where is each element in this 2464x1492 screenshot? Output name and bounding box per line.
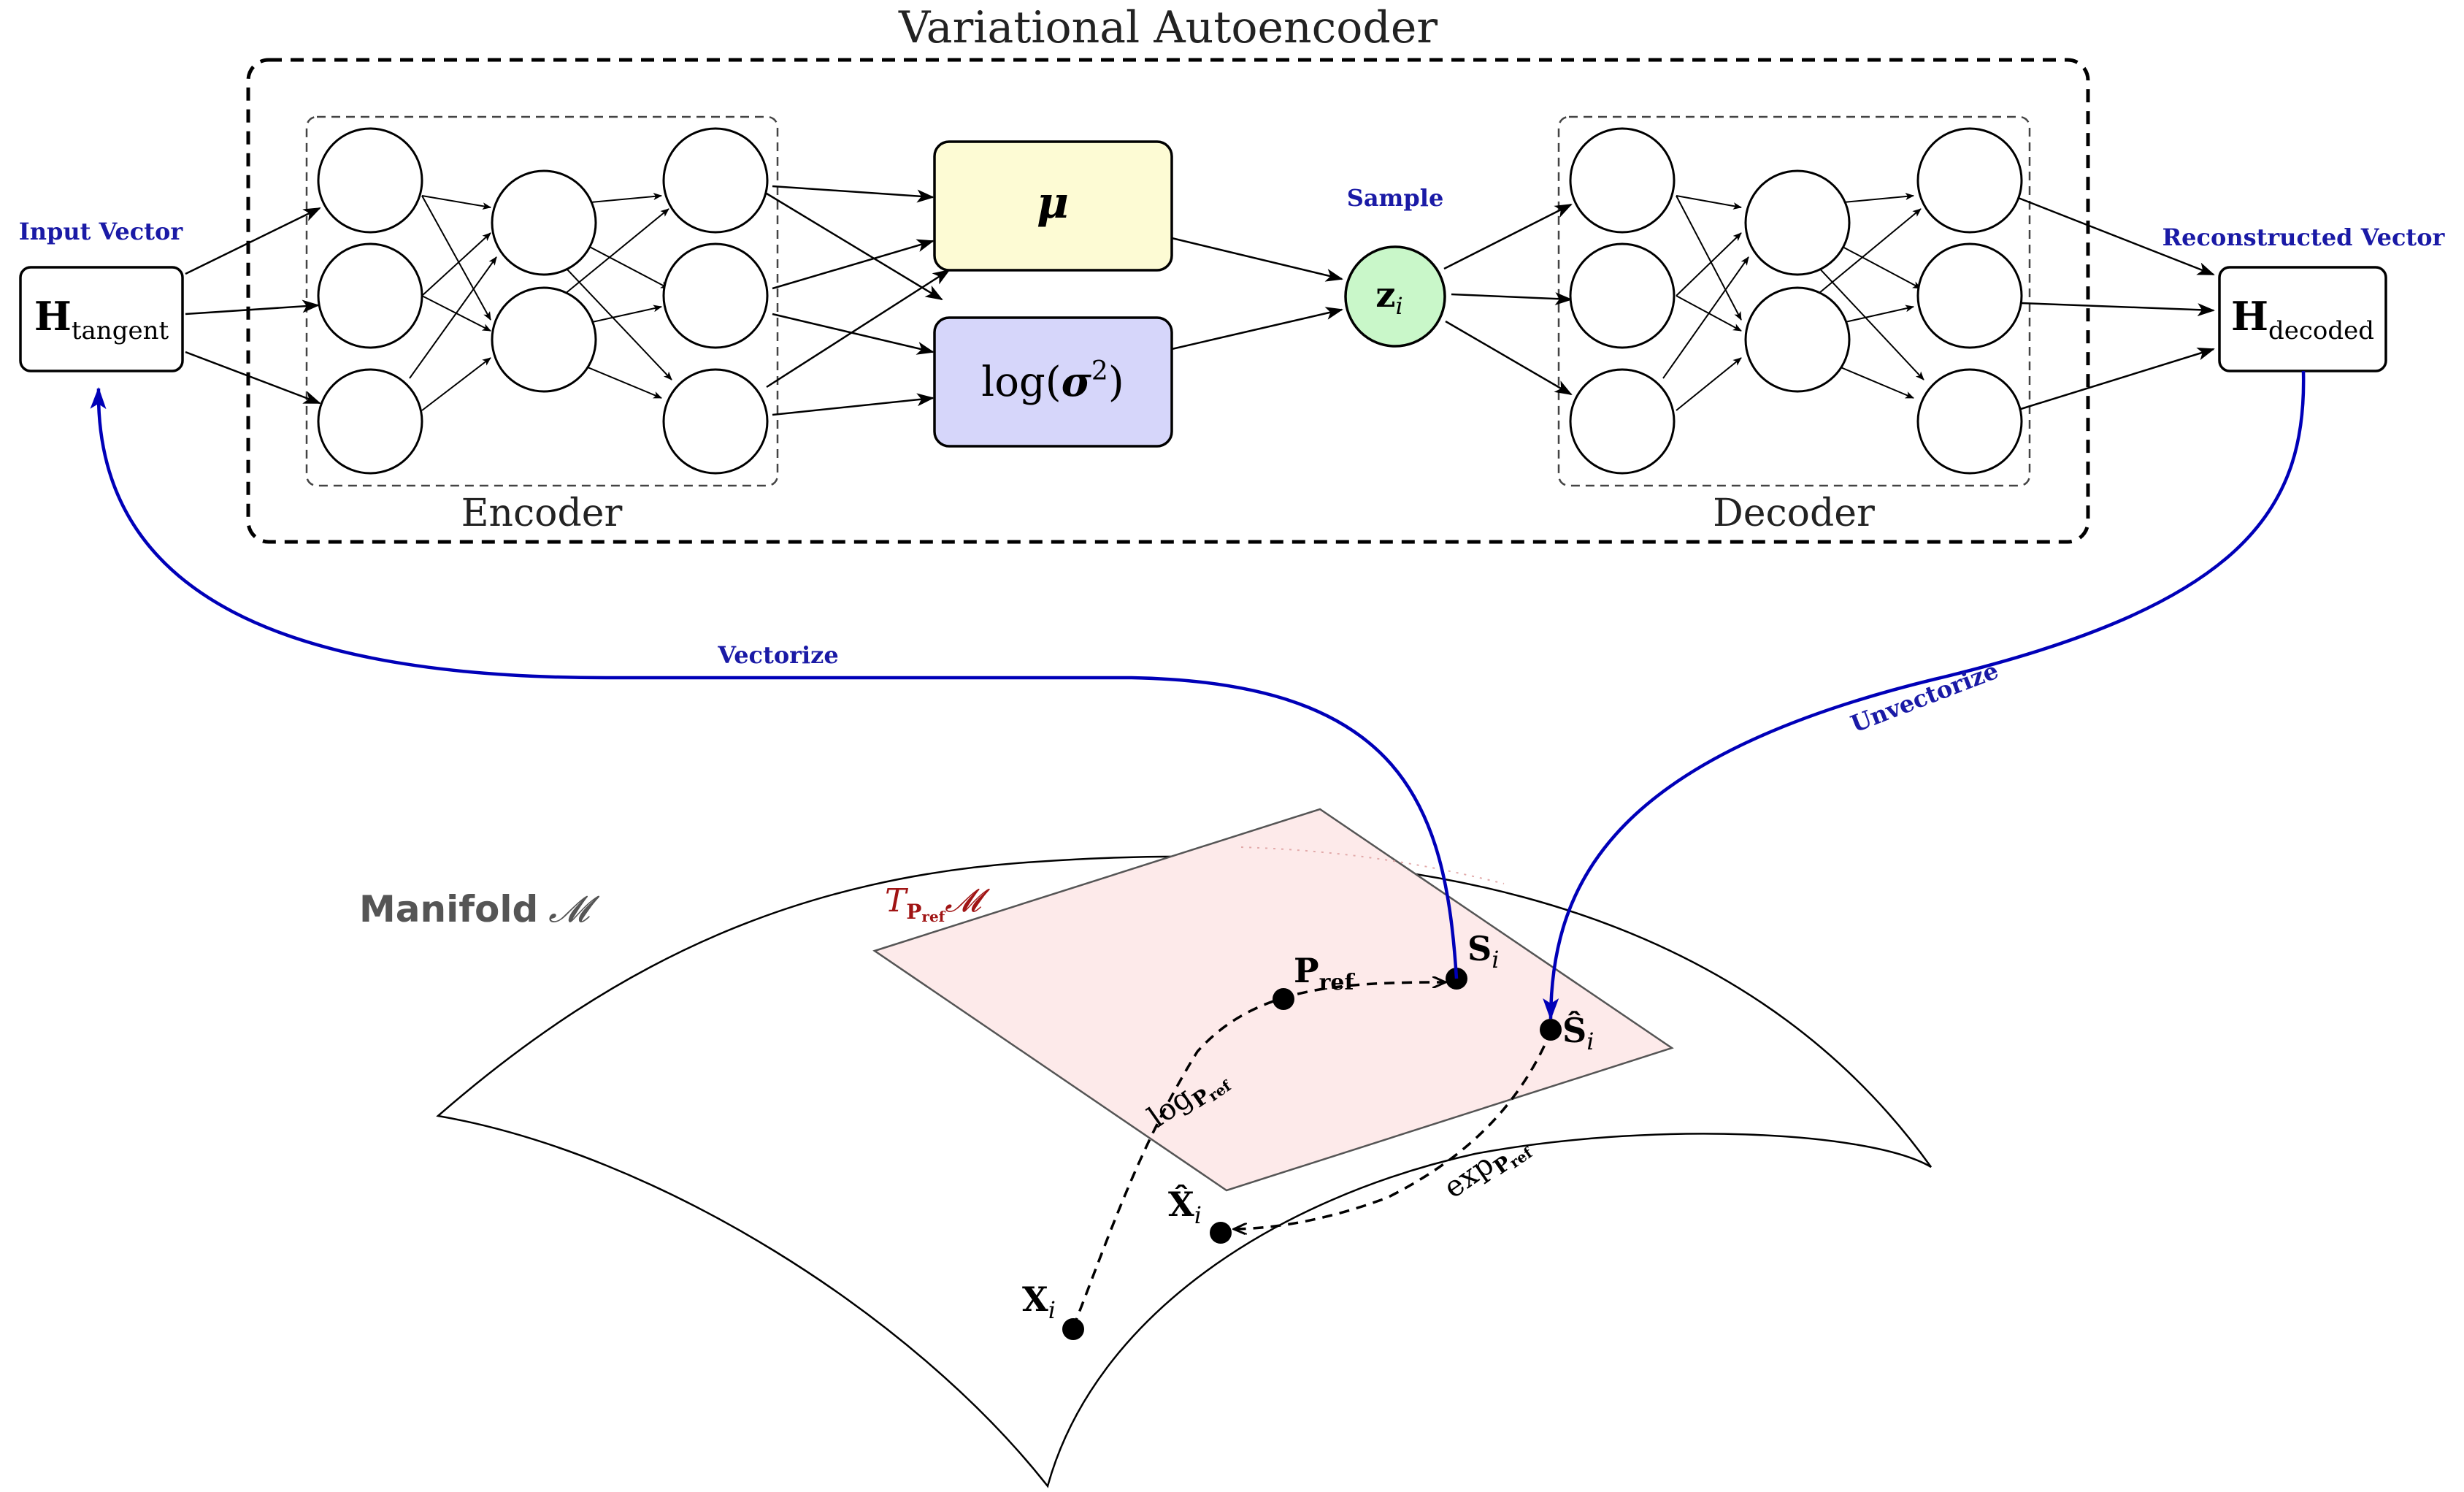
neuron xyxy=(317,242,423,349)
input-box xyxy=(19,266,184,372)
encoder-label: Encoder xyxy=(461,491,623,535)
log-map-curve xyxy=(1072,982,1446,1328)
encoder-box xyxy=(305,115,779,487)
unvectorize-link xyxy=(1543,370,2306,1020)
encoder-layer-2 xyxy=(491,169,597,393)
vectorize-label: Vectorize xyxy=(717,641,838,669)
input-label: Htangent xyxy=(34,293,169,345)
s-hat-label: Ŝi xyxy=(1562,1010,1594,1055)
point-x-i xyxy=(1062,1318,1084,1340)
neuron xyxy=(662,127,769,234)
point-x-hat xyxy=(1210,1222,1232,1244)
output-caption: Reconstructed Vector xyxy=(2162,223,2446,251)
major-connections xyxy=(185,185,2215,416)
x-i-label: Xi xyxy=(1022,1279,1056,1324)
neuron xyxy=(1916,127,2023,234)
point-s-hat xyxy=(1540,1019,1562,1041)
manifold-edge-gap xyxy=(1827,1132,1848,1138)
encoder-layer-3 xyxy=(662,127,769,475)
neuron xyxy=(317,127,423,234)
neuron xyxy=(662,242,769,349)
neuron xyxy=(1744,286,1851,393)
logvar-box xyxy=(933,316,1173,448)
latent-label: zi xyxy=(1375,275,1403,320)
neuron xyxy=(491,169,597,276)
decoder-layer-3 xyxy=(1916,127,2023,475)
point-p-ref xyxy=(1273,988,1294,1010)
sample-caption: Sample xyxy=(1347,184,1444,212)
mu-label: μ xyxy=(1037,177,1069,229)
diagram-title: Variational Autoencoder xyxy=(898,2,1438,53)
neuron xyxy=(491,286,597,393)
input-caption: Input Vector xyxy=(19,218,184,245)
neuron xyxy=(662,368,769,475)
latent-node xyxy=(1344,245,1446,348)
vae-frame xyxy=(246,58,2090,544)
x-hat-label: X̂i xyxy=(1168,1185,1202,1229)
neuron xyxy=(1569,242,1676,349)
logvar-label: log(σ2) xyxy=(981,356,1124,406)
decoder-layer-2 xyxy=(1744,169,1851,393)
p-ref-label: Pref xyxy=(1294,951,1355,995)
neuron xyxy=(1569,368,1676,475)
output-box xyxy=(2218,266,2387,372)
s-i-label: Si xyxy=(1467,929,1499,973)
neuron xyxy=(1916,368,2023,475)
mu-box xyxy=(933,140,1173,272)
decoder-layer-1 xyxy=(1569,127,1676,475)
neuron xyxy=(1744,169,1851,276)
neuron xyxy=(1916,242,2023,349)
output-label: Hdecoded xyxy=(2231,293,2374,345)
neuron xyxy=(1569,127,1676,234)
vectorize-link xyxy=(90,387,1459,979)
encoder-layer-1 xyxy=(317,127,423,475)
neuron xyxy=(317,368,423,475)
decoder-label: Decoder xyxy=(1713,491,1875,535)
decoder-box xyxy=(1557,115,2031,487)
manifold-hidden-edge xyxy=(1240,846,1505,884)
